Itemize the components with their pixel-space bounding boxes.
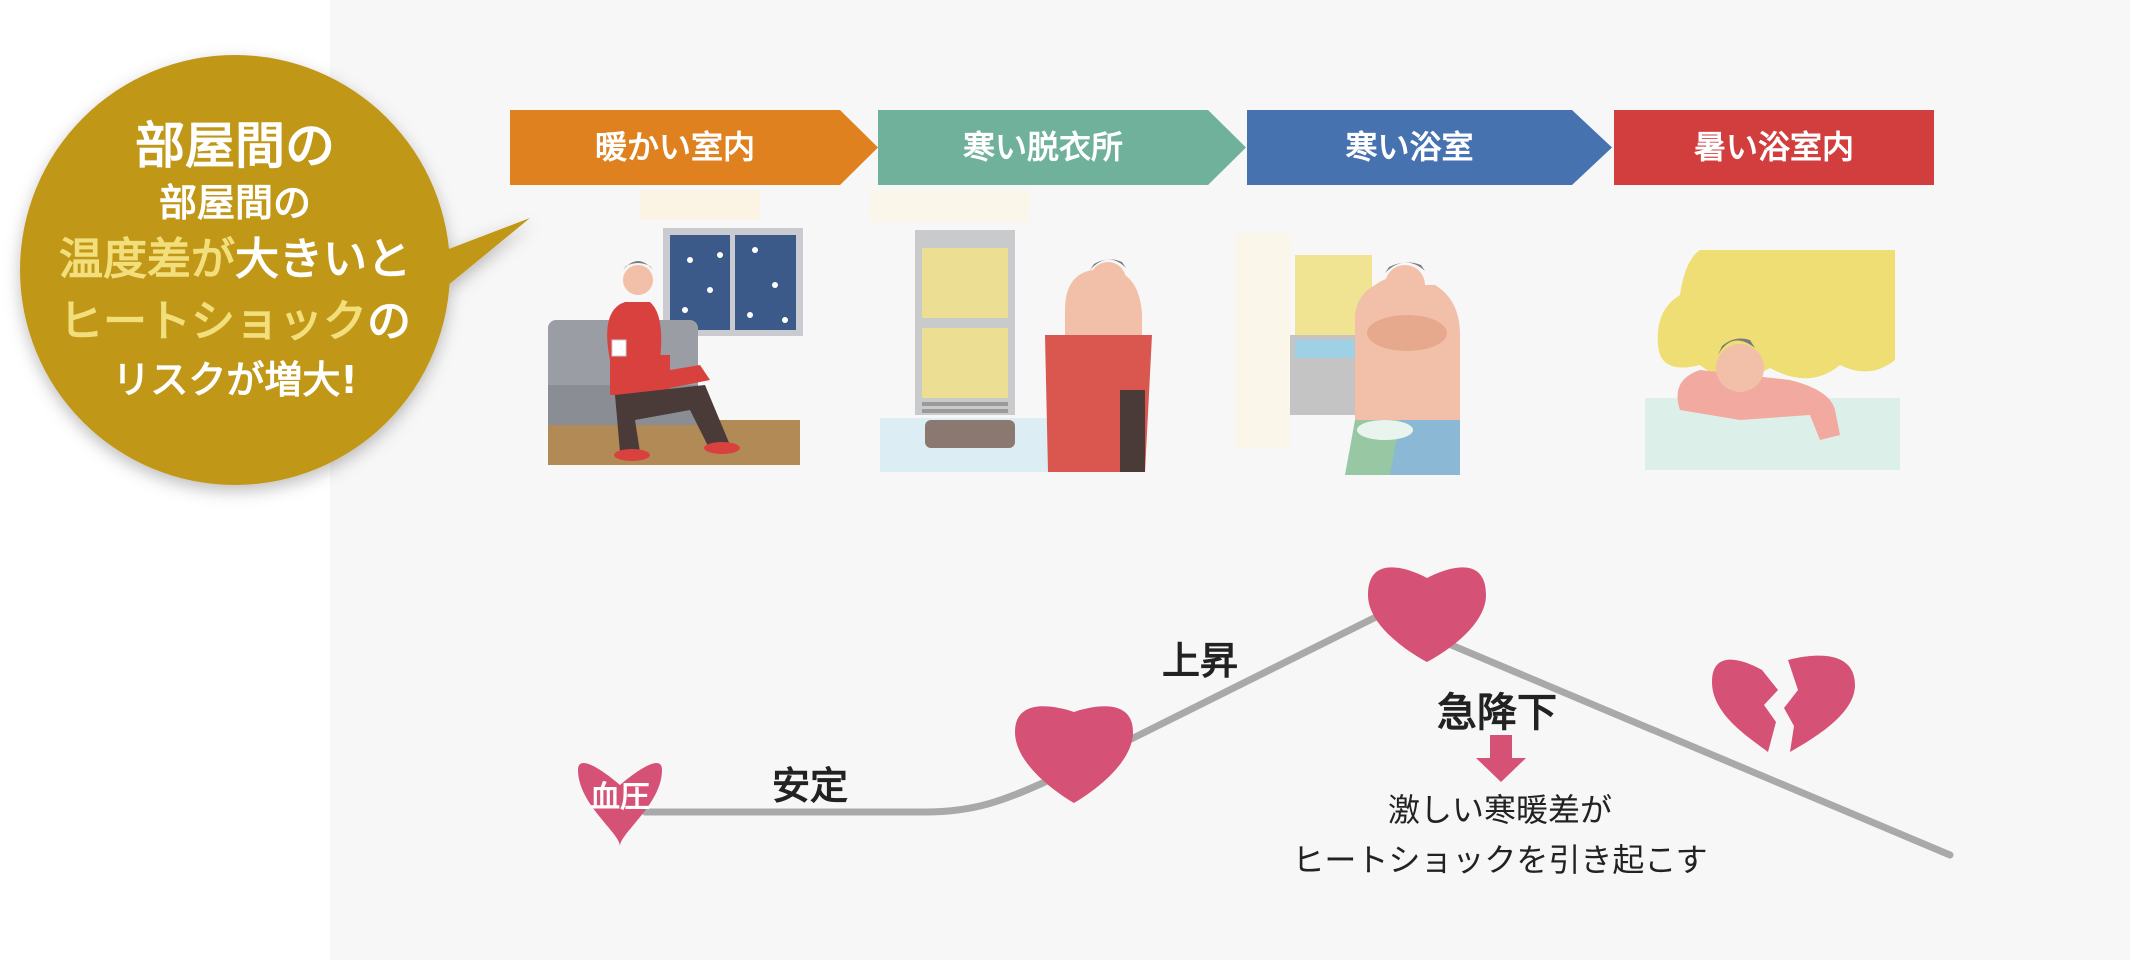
bubble-line-4-rest: の: [367, 296, 411, 347]
step-label: 暖かい室内: [594, 128, 755, 166]
bubble-highlight-heatshock: ヒートショック: [59, 296, 367, 347]
heart-label: 血圧: [590, 780, 650, 815]
changing-room-illustration: [870, 190, 1152, 472]
step-hot-bath: 暑い浴室内: [1614, 110, 1936, 185]
speech-bubble-shape: [20, 55, 530, 485]
heart-icon-rise: [1015, 706, 1133, 803]
bubble-text: 部屋間の 部屋間の 温度差が大きいと ヒートショックの リスクが増大!: [20, 115, 450, 407]
speech-bubble: 部屋間の 部屋間の 温度差が大きいと ヒートショックの リスクが増大!: [0, 0, 560, 520]
step-arrow-shape: [1247, 110, 1612, 185]
step-label: 暑い浴室内: [1693, 128, 1854, 166]
stable-label: 安定: [772, 764, 849, 808]
step-label: 寒い脱衣所: [962, 128, 1123, 166]
step-warm-room: 暖かい室内: [510, 110, 880, 185]
heatshock-description: 激しい寒暖差が ヒートショックを引き起こす: [1250, 785, 1750, 885]
warm-room-illustration: [548, 190, 803, 465]
bubble-line-3: 温度差が大きいと: [20, 229, 450, 291]
bubble-line-2: 部屋間の: [158, 181, 311, 225]
step-cold-changing-room: 寒い脱衣所: [878, 110, 1248, 185]
drop-label: 急降下: [1437, 690, 1557, 736]
step-label: 寒い浴室: [1345, 128, 1474, 166]
bubble-line-3-rest: 大きいと: [235, 234, 411, 285]
bubble-line-4: ヒートショックの: [20, 291, 450, 353]
broken-heart-icon: [1712, 655, 1855, 752]
bathroom-illustration: [1235, 233, 1460, 475]
description-line-2: ヒートショックを引き起こす: [1292, 841, 1708, 879]
heart-icon-peak: [1368, 567, 1486, 662]
bubble-line-5: リスクが増大!: [112, 358, 358, 402]
step-arrow-shape: [878, 110, 1246, 185]
rise-label: 上昇: [1162, 639, 1239, 683]
down-arrow-icon: [1476, 735, 1526, 782]
bubble-highlight-temp: 温度差が: [59, 234, 235, 285]
hot-bath-illustration: [1645, 250, 1900, 470]
bubble-line-1: 部屋間の: [135, 117, 335, 175]
heart-icon-start: [578, 763, 662, 846]
step-rect-shape: [1614, 110, 1934, 185]
description-line-1: 激しい寒暖差が: [1387, 791, 1612, 829]
step-arrow-shape: [510, 110, 878, 185]
step-cold-bathroom: 寒い浴室: [1247, 110, 1617, 185]
